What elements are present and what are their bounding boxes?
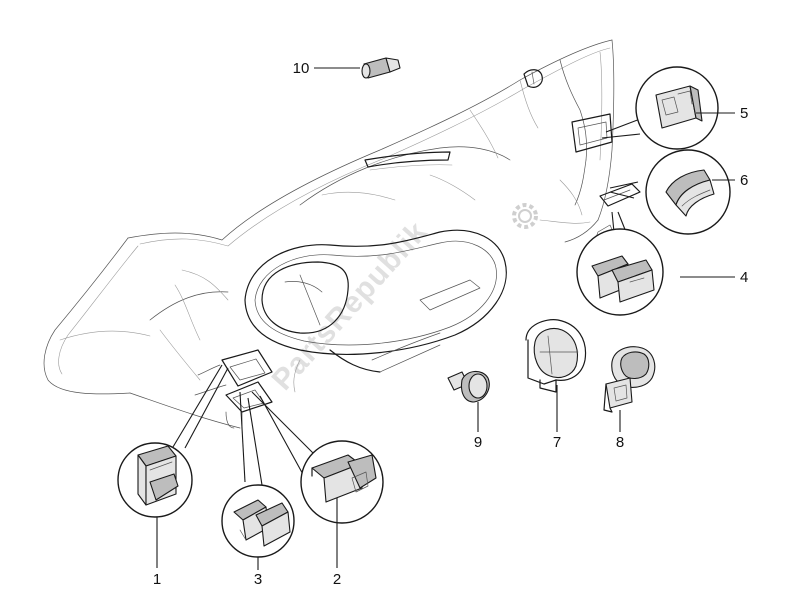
watermark-text: PartsRepublik [266, 215, 434, 397]
callout-label-7: 7 [553, 434, 561, 451]
watermark: PartsRepublik [266, 203, 538, 397]
part-3-switch-detail [221, 484, 295, 558]
part-9-bulb-socket [447, 370, 490, 403]
callout-label-9: 9 [474, 434, 482, 451]
callout-label-1: 1 [153, 571, 161, 588]
gear-icon [512, 203, 538, 229]
callout-label-8: 8 [616, 434, 624, 451]
callout-label-2: 2 [333, 571, 341, 588]
part-5-switch-detail [635, 66, 719, 150]
callout-label-5: 5 [740, 105, 748, 122]
part-10-bulb [361, 57, 401, 79]
callout-leaders [156, 67, 735, 570]
leader-lines [169, 115, 649, 486]
callout-label-6: 6 [740, 172, 748, 189]
callout-labels: 1 2 3 4 5 6 7 8 9 10 [153, 60, 749, 588]
part-1-rocker-switch-detail [117, 442, 193, 518]
part-2-switch-detail [300, 440, 384, 524]
callout-label-4: 4 [740, 269, 748, 286]
part-6-switch-detail [645, 149, 731, 235]
part-8-bulb-holder [603, 346, 656, 413]
dashboard-shield [43, 39, 641, 429]
part-4-switch-detail [576, 228, 664, 316]
callout-label-3: 3 [254, 571, 262, 588]
callout-label-10: 10 [293, 60, 310, 77]
part-7-horn [525, 319, 587, 393]
